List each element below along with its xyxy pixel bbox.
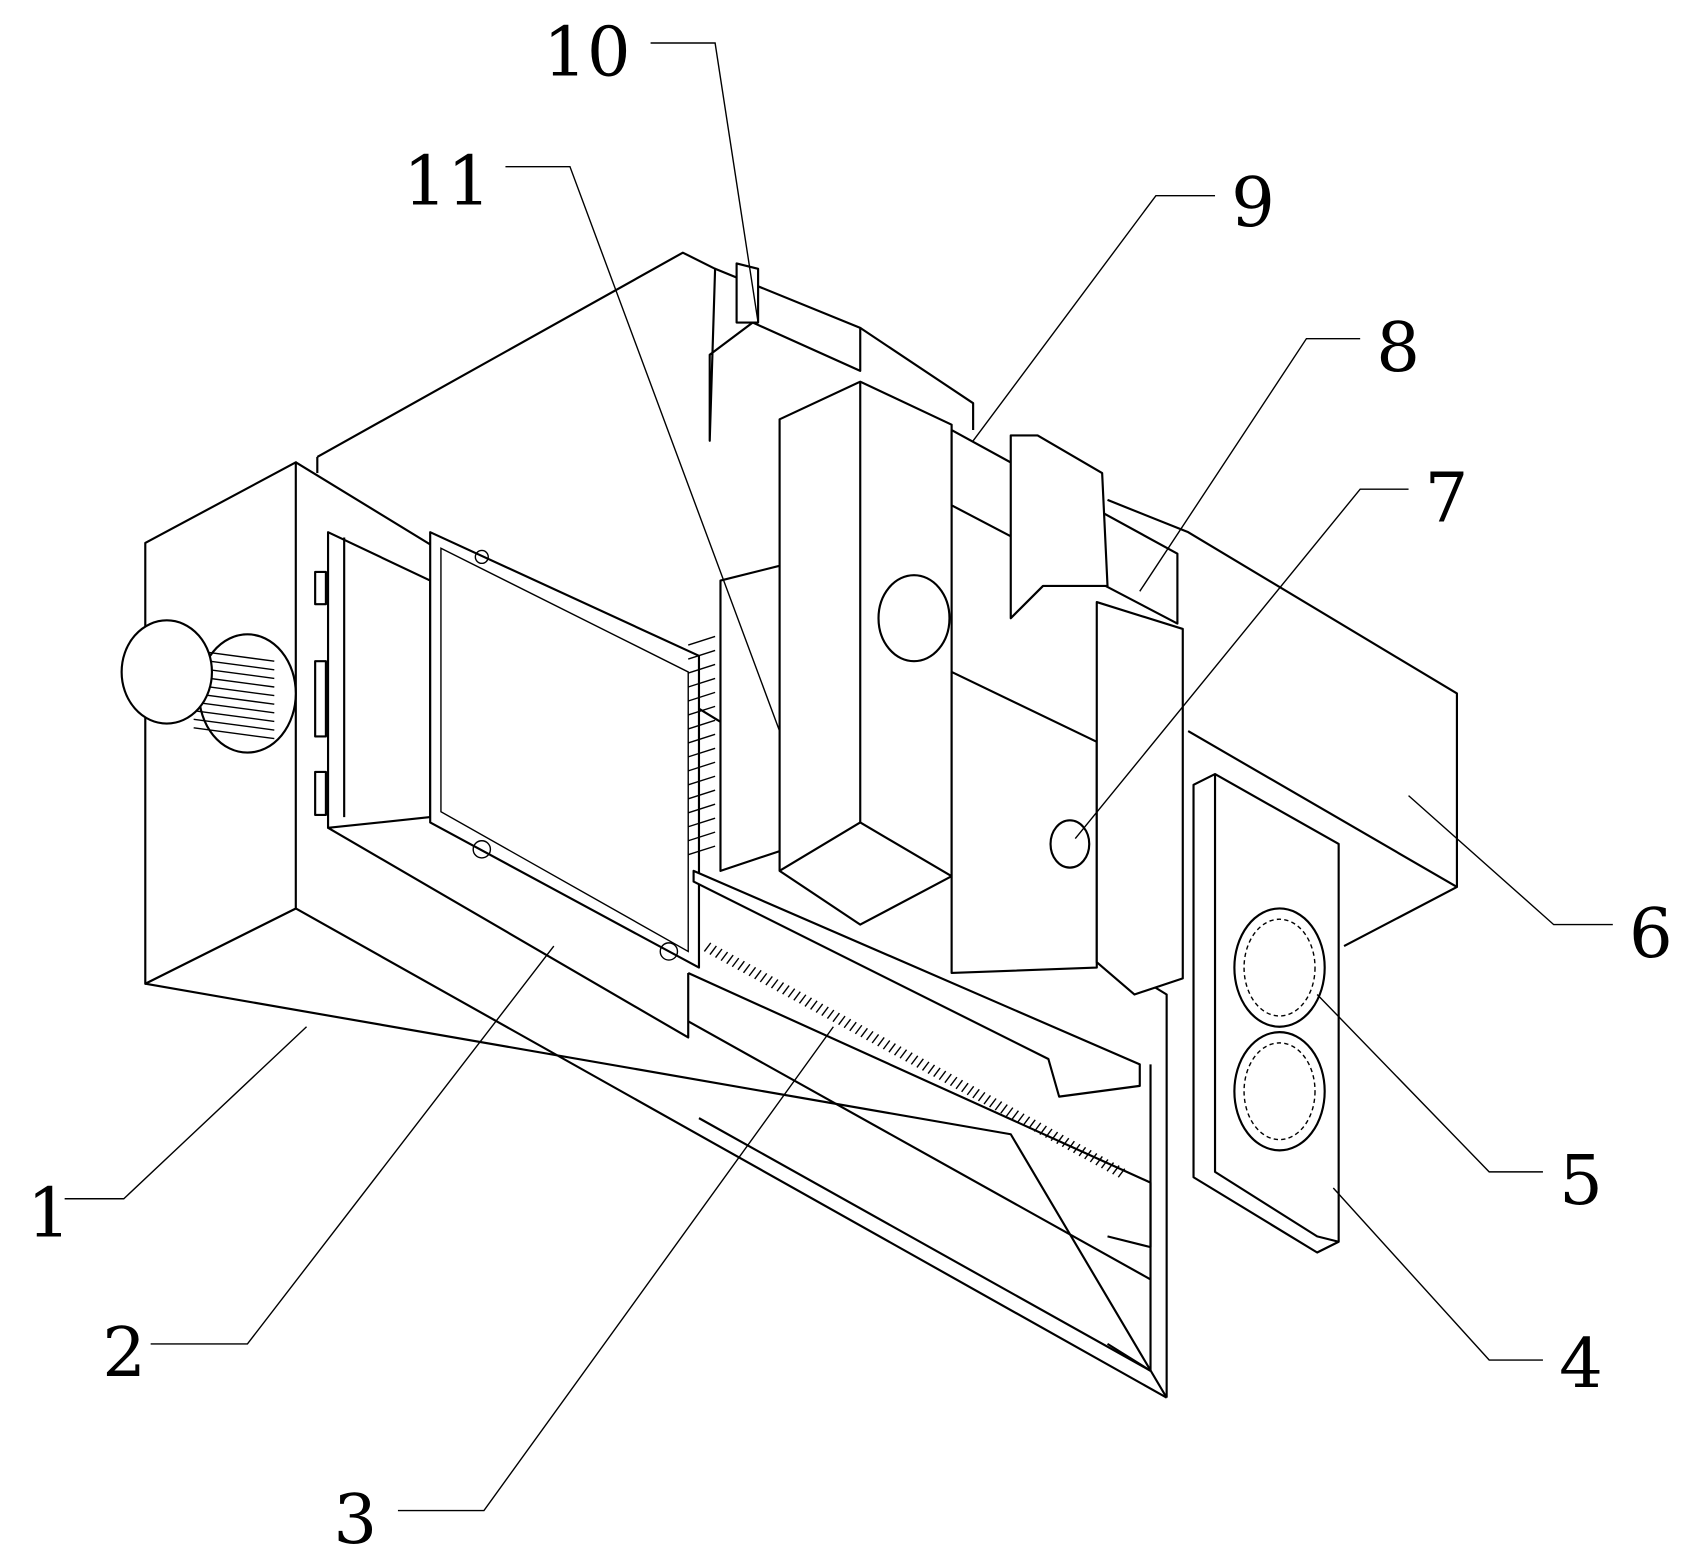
stroke [867,1031,873,1040]
stroke [922,1062,928,1071]
stroke [990,1098,996,1107]
stroke [978,1092,984,1101]
stroke [760,973,766,982]
stroke [839,1016,845,1025]
stroke [777,983,783,992]
stroke [811,1001,817,1010]
stroke [721,952,727,961]
side-plate [1194,774,1339,1252]
stroke [984,1095,990,1104]
stroke [883,1041,889,1050]
stroke [771,979,777,988]
stroke [1006,1108,1012,1117]
stroke [939,1071,945,1080]
stroke [855,1025,861,1034]
stroke [917,1059,923,1068]
stroke [995,1102,1001,1111]
stroke [956,1080,962,1089]
stroke [732,958,738,967]
stroke [716,949,722,958]
stroke [738,961,744,970]
stroke [950,1077,956,1086]
stroke [844,1019,850,1028]
label-2: 2 [102,1313,146,1393]
stroke [1029,1120,1035,1129]
stroke [945,1074,951,1083]
stroke [889,1044,895,1053]
stroke [973,1089,979,1098]
stroke [962,1083,968,1092]
stroke [805,998,811,1007]
stroke [727,955,733,964]
stroke [744,964,750,973]
stroke [749,967,755,976]
stroke [816,1004,822,1013]
stroke [1012,1111,1018,1120]
label-3: 3 [333,1480,377,1560]
label-6: 6 [1629,894,1673,974]
stroke [688,636,715,645]
label-1: 1 [27,1173,71,1253]
stroke [783,986,789,995]
stroke [934,1068,940,1077]
column-assembly [694,263,1183,1096]
stroke [911,1056,917,1065]
stroke [967,1086,973,1095]
stroke [1018,1114,1024,1123]
stroke [788,989,794,998]
stroke [1001,1105,1007,1114]
label-11: 11 [403,141,491,221]
stroke [710,946,716,955]
label-5: 5 [1559,1141,1603,1221]
stroke [861,1028,867,1037]
stroke [822,1007,828,1016]
stroke [766,976,772,985]
label-4: 4 [1559,1324,1603,1404]
label-9: 9 [1231,163,1275,243]
stroke [928,1065,934,1074]
stroke [827,1010,833,1019]
label-8: 8 [1376,308,1420,388]
stroke [1034,1123,1040,1132]
stroke [850,1022,856,1031]
stroke [833,1013,839,1022]
sliding-panel [430,532,715,967]
label-10: 10 [543,12,631,92]
stroke [895,1047,901,1056]
label-7: 7 [1425,458,1469,538]
stroke [755,970,761,979]
stroke [794,992,800,1001]
stroke [906,1053,912,1062]
stroke [799,995,805,1004]
stroke [900,1050,906,1059]
stroke [878,1037,884,1046]
stroke [872,1034,878,1043]
stroke [704,943,710,952]
stroke [1023,1117,1029,1126]
